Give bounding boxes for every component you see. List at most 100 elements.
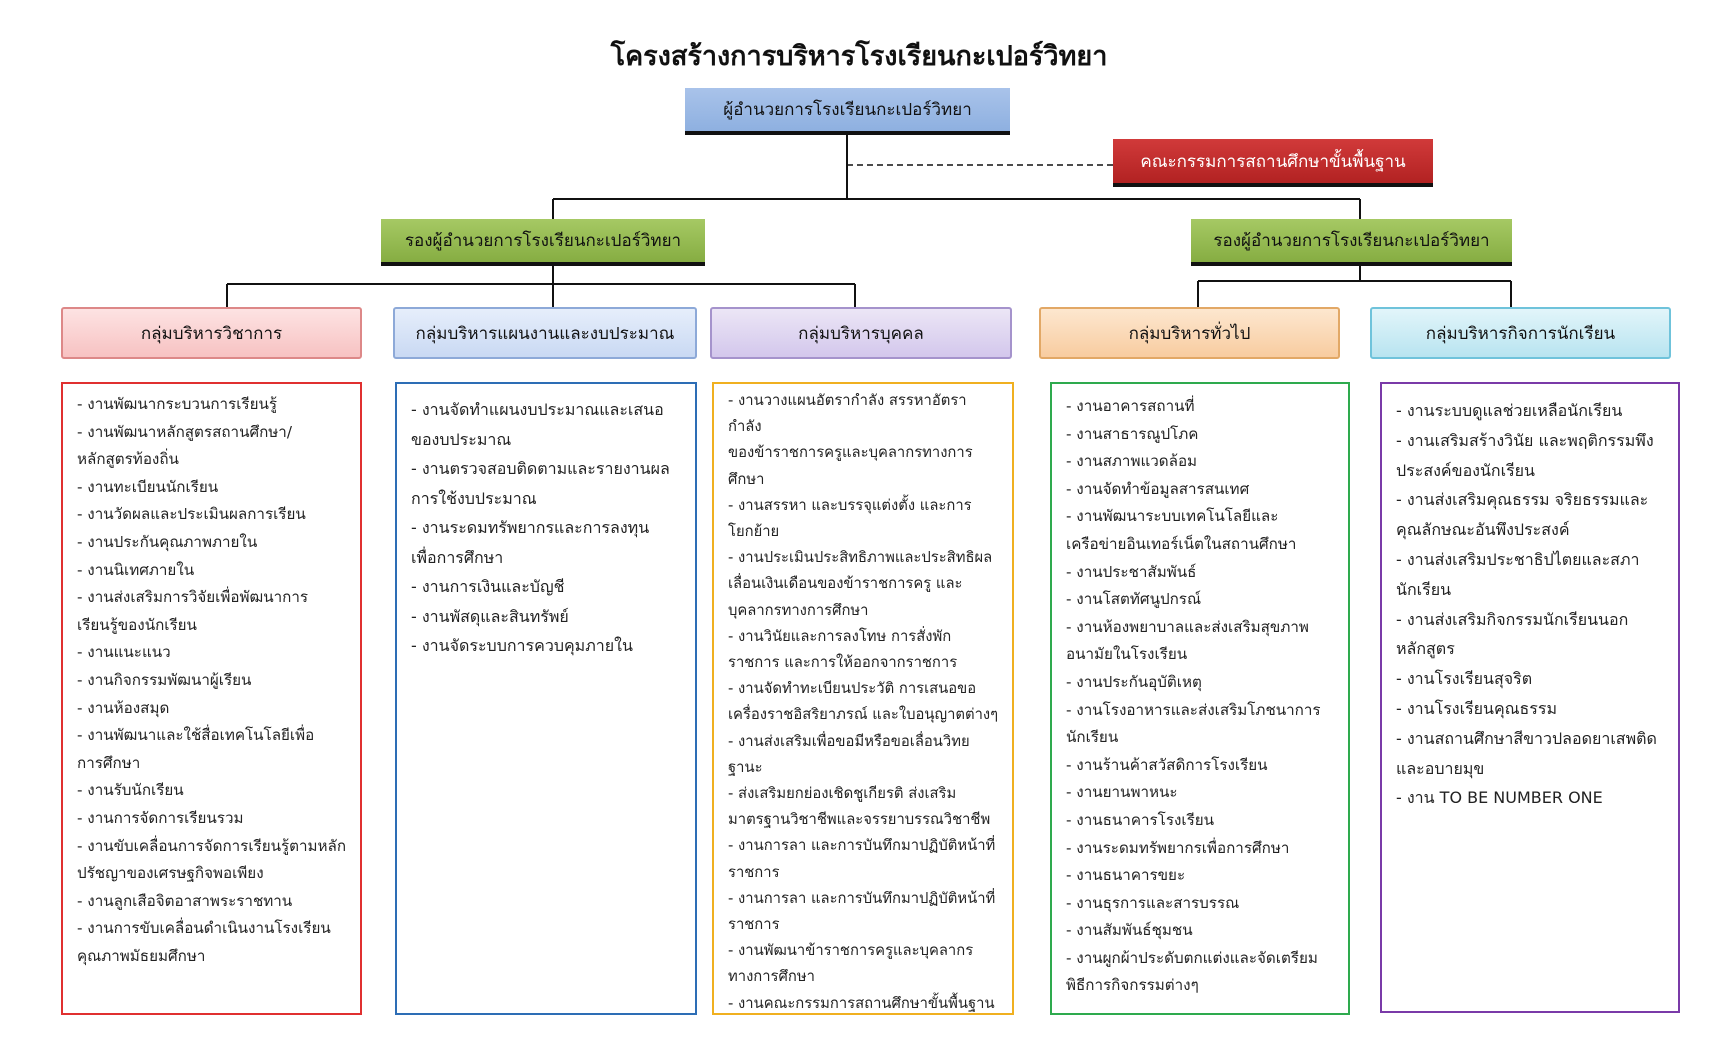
task-item: อนามัยในโรงเรียน bbox=[1066, 645, 1188, 664]
task-item: - ส่งเสริมยกย่องเชิดชูเกียรติ ส่งเสริม bbox=[728, 785, 957, 803]
task-item: หลักสูตรท้องถิ่น bbox=[77, 450, 179, 469]
group-general-header: กลุ่มบริหารทั่วไป bbox=[1039, 307, 1340, 359]
task-item: ศึกษา bbox=[728, 470, 765, 488]
task-item: - งานผูกผ้าประดับตกแต่งและจัดเตรียม bbox=[1066, 948, 1318, 967]
task-item: - งานโรงอาหารและส่งเสริมโภชนาการ bbox=[1066, 700, 1321, 719]
task-item: คุณลักษณะอันพึงประสงค์ bbox=[1396, 520, 1570, 540]
task-item: - งานส่งเสริมกิจกรรมนักเรียนนอก bbox=[1396, 609, 1629, 629]
task-item: - งานการเงินและบัญชี bbox=[411, 577, 565, 596]
group-academic-tasks: - งานพัฒนากระบวนการเรียนรู้- งานพัฒนาหลั… bbox=[61, 382, 362, 1015]
task-item: - งานห้องสมุด bbox=[77, 698, 170, 717]
committee-box: คณะกรรมการสถานศึกษาขั้นพื้นฐาน bbox=[1113, 139, 1433, 187]
task-item: - งานประกันอุบัติเหตุ bbox=[1066, 672, 1202, 691]
task-item: นักเรียน bbox=[1396, 579, 1451, 599]
task-item: เลื่อนเงินเดือนของข้าราชการครู และ bbox=[728, 575, 963, 593]
task-item: - งานประเมินประสิทธิภาพและประสิทธิผล bbox=[728, 549, 993, 567]
task-item: - งานการจัดการเรียนรวม bbox=[77, 808, 244, 827]
task-item: - งานทะเบียนนักเรียน bbox=[77, 477, 219, 496]
task-item: - งานส่งเสริมคุณธรรม จริยธรรมและ bbox=[1396, 490, 1649, 510]
group-general-tasks: - งานอาคารสถานที่ - งานสาธารณูปโภค - งานสภ… bbox=[1050, 382, 1350, 1015]
group-personnel-tasks: - งานวางแผนอัตรากำลัง สรรหาอัตรากำลังของ… bbox=[712, 382, 1014, 1015]
task-item: ประสงค์ของนักเรียน bbox=[1396, 460, 1535, 480]
director-box: ผู้อำนวยการโรงเรียนกะเปอร์วิทยา bbox=[685, 88, 1010, 135]
group-student-affairs-header: กลุ่มบริหารกิจการนักเรียน bbox=[1370, 307, 1671, 359]
task-item: การศึกษา bbox=[77, 753, 141, 772]
task-item: - งานสภาพแวดล้อม bbox=[1066, 452, 1198, 471]
task-item: ปรัชญาของเศรษฐกิจพอเพียง bbox=[77, 864, 264, 883]
task-item: - งานรับนักเรียน bbox=[77, 781, 184, 800]
task-item: - งานวัดผลและประเมินผลการเรียน bbox=[77, 505, 306, 524]
task-item: เรียนรู้ของนักเรียน bbox=[77, 615, 197, 634]
deputy-director-left: รองผู้อำนวยการโรงเรียนกะเปอร์วิทยา bbox=[381, 219, 705, 266]
task-item: - งานจัดระบบการควบคุมภายใน bbox=[411, 636, 633, 655]
task-item: - งานพัฒนาข้าราชการครูและบุคลากร bbox=[728, 942, 974, 960]
task-item: - งานจัดทำข้อมูลสารสนเทศ bbox=[1066, 479, 1250, 498]
task-item: ราชการ bbox=[728, 863, 780, 881]
task-item: - งานส่งเสริมประชาธิปไตยและสภา bbox=[1396, 549, 1640, 569]
task-item: การใช้งบประมาณ bbox=[411, 488, 537, 508]
group-academic-header: กลุ่มบริหารวิชาการ bbox=[61, 307, 362, 359]
task-item: ของข้าราชการครูและบุคลากรทางการ bbox=[728, 444, 973, 462]
task-item: - งานส่งเสริมการวิจัยเพื่อพัฒนาการ bbox=[77, 588, 309, 607]
task-item: - งานเสริมสร้างวินัย และพฤติกรรมพึง bbox=[1396, 430, 1654, 450]
task-item: มาตรฐานวิชาชีพและจรรยาบรรณวิชาชีพ bbox=[728, 811, 991, 829]
task-item: - งานประชาสัมพันธ์ bbox=[1066, 562, 1197, 581]
task-item: โยกย้าย bbox=[728, 523, 780, 541]
task-item: เพื่อการศึกษา bbox=[411, 547, 504, 567]
task-item: - งานวินัยและการลงโทษ การสั่งพัก bbox=[728, 627, 952, 645]
task-item: คุณภาพมัธยมศึกษา bbox=[77, 946, 206, 965]
task-item: นักเรียน bbox=[1066, 728, 1119, 747]
task-item: - งานธนาคารโรงเรียน bbox=[1066, 810, 1215, 829]
task-item: - งานคณะกรรมการสถานศึกษาขั้นพื้นฐาน bbox=[728, 994, 995, 1012]
task-item: - งานอาคารสถานที่ bbox=[1066, 397, 1195, 415]
task-item: - งานลูกเสือจิตอาสาพระราชทาน bbox=[77, 891, 293, 910]
task-item: - งานประกันคุณภาพภายใน bbox=[77, 532, 258, 551]
task-item: - งานพัสดุและสินทรัพย์ bbox=[411, 606, 569, 626]
task-item: เครือข่ายอินเทอร์เน็ตในสถานศึกษา bbox=[1066, 534, 1297, 553]
task-item: - งานระดมทรัพยากรเพื่อการศึกษา bbox=[1066, 838, 1290, 857]
task-item: - งานตรวจสอบติดตามและรายงานผล bbox=[411, 459, 670, 478]
task-item: ราชการ และการให้ออกจากราชการ bbox=[728, 654, 958, 672]
task-item: - งานนิเทศภายใน bbox=[77, 560, 195, 579]
deputy-director-right: รองผู้อำนวยการโรงเรียนกะเปอร์วิทยา bbox=[1191, 219, 1512, 266]
task-item: - งานจัดทำแผนงบประมาณและเสนอ bbox=[411, 400, 664, 419]
task-item: - งานยานพาหนะ bbox=[1066, 783, 1178, 802]
task-item: - งานพัฒนาระบบเทคโนโลยีและ bbox=[1066, 507, 1279, 526]
task-item: - งานแนะแนว bbox=[77, 643, 171, 662]
task-item: ฐานะ bbox=[728, 758, 763, 776]
task-item: - งานสรรหา และบรรจุแต่งตั้ง และการ bbox=[728, 496, 972, 514]
task-item: - งานโรงเรียนคุณธรรม bbox=[1396, 698, 1558, 718]
task-item: - งานการลา และการบันทึกมาปฏิบัติหน้าที่ bbox=[728, 837, 996, 855]
group-budget-header: กลุ่มบริหารแผนงานและงบประมาณ bbox=[393, 307, 697, 359]
task-item: - งานพัฒนาหลักสูตรสถานศึกษา/ bbox=[77, 422, 292, 441]
task-item: - งานระบบดูแลช่วยเหลือนักเรียน bbox=[1396, 401, 1623, 420]
task-item: - งานขับเคลื่อนการจัดการเรียนรู้ตามหลัก bbox=[77, 836, 347, 855]
task-item: - งานธุรการและสารบรรณ bbox=[1066, 893, 1240, 912]
task-item: - งานระดมทรัพยากรและการลงทุน bbox=[411, 518, 650, 537]
group-student-affairs-tasks: - งานระบบดูแลช่วยเหลือนักเรียน - งานเสริม… bbox=[1380, 382, 1680, 1013]
task-item: - งานวางแผนอัตรากำลัง สรรหาอัตรากำลัง bbox=[728, 392, 967, 436]
task-item: - งานพัฒนาและใช้สื่อเทคโนโลยีเพื่อ bbox=[77, 726, 315, 745]
task-item: บุคลากรทางการศึกษา bbox=[728, 601, 869, 619]
task-item: - งานสัมพันธ์ชุมชน bbox=[1066, 921, 1193, 940]
group-budget-tasks: - งานจัดทำแผนงบประมาณและเสนอของบประมาณ- … bbox=[395, 382, 697, 1015]
task-item: พิธีการกิจกรรมต่างๆ bbox=[1066, 976, 1199, 995]
task-item: - งานการลา และการบันทึกมาปฏิบัติหน้าที่ bbox=[728, 889, 996, 907]
group-personnel-header: กลุ่มบริหารบุคคล bbox=[710, 307, 1012, 359]
task-item: ทางการศึกษา bbox=[728, 968, 815, 986]
task-item: - งานร้านค้าสวัสดิการโรงเรียน bbox=[1066, 755, 1268, 774]
task-item: และอบายมุข bbox=[1396, 758, 1485, 778]
task-item: - งานธนาคารขยะ bbox=[1066, 866, 1186, 885]
task-item: - งานการขับเคลื่อนดำเนินงานโรงเรียน bbox=[77, 919, 331, 938]
task-item: - งานสถานศึกษาสีขาวปลอดยาเสพติด bbox=[1396, 728, 1657, 748]
task-item: - งานกิจกรรมพัฒนาผู้เรียน bbox=[77, 670, 252, 689]
task-item: ราชการ bbox=[728, 916, 780, 934]
task-item: หลักสูตร bbox=[1396, 639, 1455, 659]
task-item: - งานสาธารณูปโภค bbox=[1066, 424, 1199, 443]
task-item: - งานจัดทำทะเบียนประวัติ การเสนอขอ bbox=[728, 680, 977, 698]
task-item: - งาน TO BE NUMBER ONE bbox=[1396, 788, 1603, 808]
task-item: - งานโรงเรียนสุจริต bbox=[1396, 669, 1533, 689]
task-item: - งานห้องพยาบาลและส่งเสริมสุขภาพ bbox=[1066, 617, 1309, 636]
task-item: - งานโสตทัศนูปกรณ์ bbox=[1066, 590, 1202, 609]
